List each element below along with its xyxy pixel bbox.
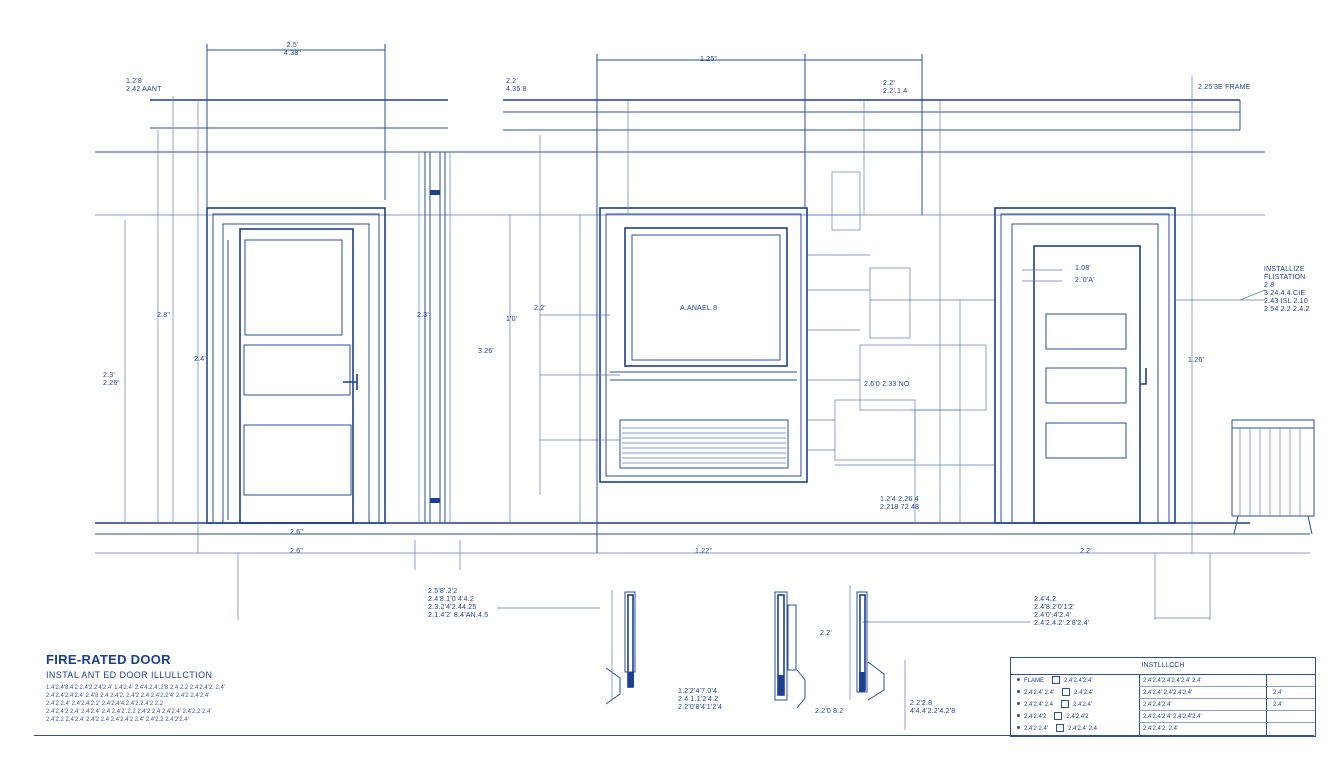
legend-divider [1266,674,1267,736]
center-vertical-dimension-left: 1'0' [506,316,518,323]
center-vertical-dimension-right: 2.2' [534,305,546,312]
title-notes: 1.4'2.4'8.4'2 2.4'2.2'4'2.4' 1.4'2.4' 2.… [46,684,376,724]
legend-swatch-icon [1062,688,1071,697]
drawing-title: FIRE-RATED DOOR [46,652,171,667]
left-corner-label: 1.2'8 2.42 AANT [126,78,162,93]
note-line: 2.4'2.4'2.4'2.4' 2.4'8 2.4 2.4'2. 2.4'2 … [46,693,210,699]
louver-lines [622,427,786,464]
right-door-elevation [994,207,1265,524]
legend-code: 2.4' [1273,690,1283,696]
legend-row-rule [1139,710,1315,711]
legend-divider [1139,674,1140,736]
right-side-note: INSTALLIZE FLISTATION 2.8 3.24.4.4.CIE 2… [1264,266,1310,313]
center-note-1: 2.6'0 2.33 NO [864,381,910,388]
note-line: 2.4'2.2 2.4'2.4' 2.4'2 2.4 2.4'2.4'2 2.4… [46,717,189,723]
legend-swatch-icon [1055,724,1064,733]
right-note-1: 1.08' [1075,265,1091,272]
legend-swatch-icon [1054,712,1063,721]
mid-top-left-label: 2.2' 4.35 8 [506,78,527,93]
legend-spec: 2.4'2.4'2. 2.4' [1143,726,1179,732]
jamb-section [418,151,451,524]
bottom-right-dimension: 2.2' [1080,548,1092,555]
detail-center-label: 2.2' [820,630,832,637]
legend-spec: 2.4'2.4' 2.4'2.4'2.4' [1143,690,1193,696]
right-note-2: 2.'0'A' [1075,277,1095,284]
top-right-frame-label: 2.25'3E FRAME [1198,84,1251,91]
legend-row-rule [1139,698,1315,699]
note-line: 1.4'2.4'8.4'2 2.4'2.2'4'2.4' 1.4'2.4' 2.… [46,685,225,691]
center-window-elevation [599,207,808,483]
legend-spec: 2.4'2.4'2.4'2.4'2.4' 2.4' [1143,678,1202,684]
leader-lines [497,289,1266,730]
left-door-elevation [206,207,386,524]
section-details [605,585,885,709]
mid-vertical-dimension: 3.26' [478,348,494,355]
left-vertical-dimension-2: 2.4' [194,356,206,363]
note-line: 2.4'2 2.4' 2.4'2.4'2.2' 2.4'2.4'4.2.4'2.… [46,701,164,707]
legend-title: INSTLLLCCH [1011,658,1315,675]
legend-item: 2.4'2.4' 2.4'2.4'2.4' [1011,688,1093,699]
legend-spec: 2.4'2.4'2.4' 2.4'2.4'2.4' [1143,714,1202,720]
right-cabinet [1231,419,1315,535]
right-bottom-note: 2.4'4.2 2.4'8.2'0'1'2' 2.4'0'.4'2.4' 2.4… [1034,596,1090,627]
detail-mid-note: 1.2'2'4'7.0'4 2.4 1.1'2'4.2 2.2'0'8'4'1'… [678,688,723,711]
ceiling-lines [95,99,1265,216]
center-right-top-label: 2.2' 2.2'.1.4 [883,80,908,95]
leader-left-note: 2.5'8'.2'2 2.4'8.1'0 4'4.2 2.3.2'4'2.44.… [428,588,489,619]
legend-row-rule [1139,722,1315,723]
center-top-dimension: 1.25" [700,56,718,63]
bottom-left-dimension-2: 2.6" [290,548,304,555]
jamb-dimension: 2.3' [417,312,429,319]
drawing-subtitle: INSTAL ANT ED DOOR ILLULLCTION [46,670,213,680]
legend-row-rule [1139,686,1315,687]
legend-swatch-icon [1052,676,1061,685]
center-grid-lines [539,100,995,523]
legend-code: 2.4' [1273,702,1283,708]
left-side-dimension: 2.3' 2.26' [103,372,119,387]
left-vertical-dimension-1: 2.8" [157,312,171,319]
note-line: 2.4'2.4'2 2.4' 2.4'2.4' 2.4 2.4'2'.2.2 2… [46,709,212,715]
bottom-left-dimension: 2.6" [290,529,304,536]
bottom-border-line [34,735,1314,736]
top-left-dimension: 2.5' 4.38" [284,42,302,57]
dimension-lines [124,44,1211,620]
legend-spec: 2.4'2.4'2.4' [1143,702,1172,708]
detail-right-note: 2.2'2.8 4'4.4'2.2'4.2'8 [910,700,956,715]
right-vertical-dimension: 1.26' [1188,357,1204,364]
center-note-2: 1.2'4 2.26 4 2.218 72 48 [880,496,920,511]
detail-center-label-2: 2.2'0 8.2 [815,708,844,715]
legend-item: 2.4'2 2.4'2.4'2.4' 2.4 [1011,724,1097,735]
legend-swatch-icon [1060,700,1069,709]
bottom-center-dimension: 1.22" [695,548,713,555]
window-label: A.ANAEL.8 [680,305,718,312]
